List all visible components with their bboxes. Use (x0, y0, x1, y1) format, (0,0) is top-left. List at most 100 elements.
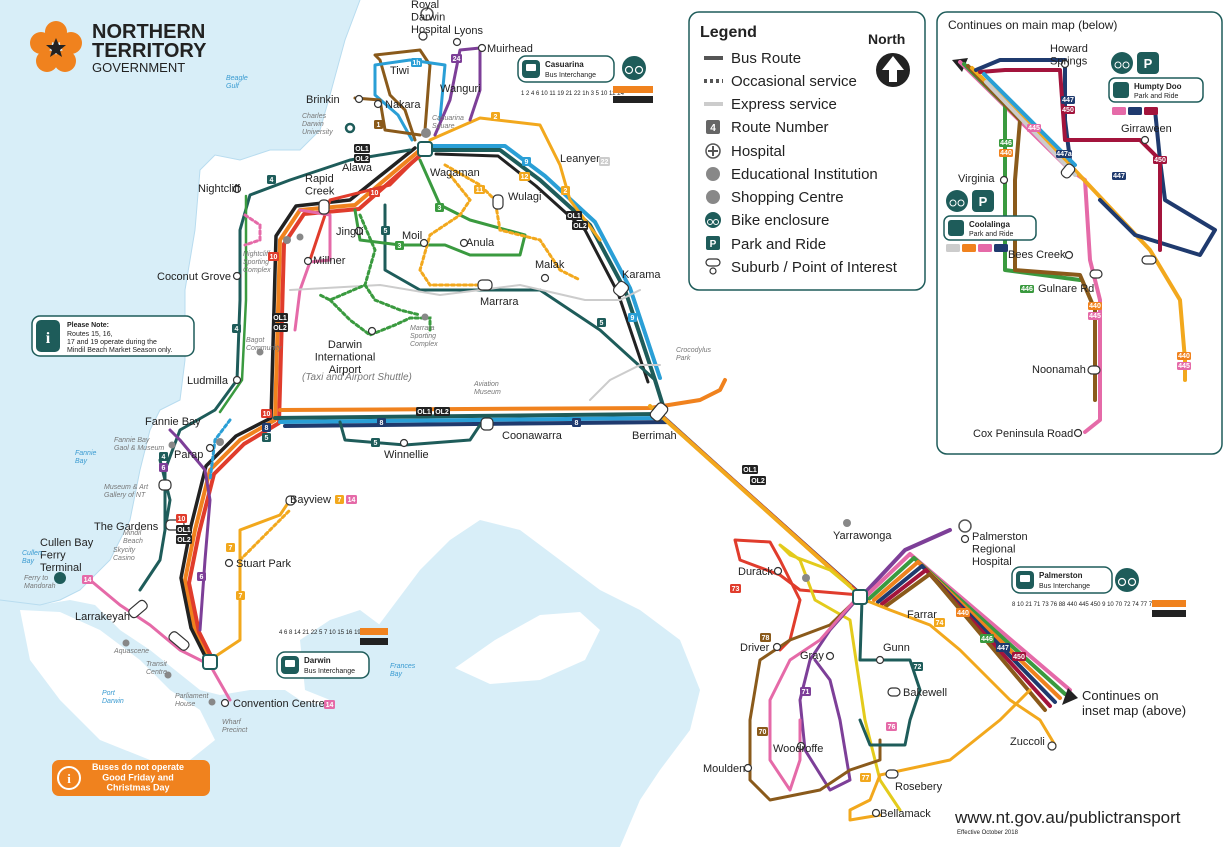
stop-rosebery[interactable] (885, 769, 899, 779)
stop-transit[interactable] (167, 630, 190, 652)
stop-marrara[interactable] (477, 279, 493, 291)
inset-cox: Cox Peninsula Road (973, 428, 1073, 440)
stop-winnellie[interactable] (399, 438, 409, 448)
website-text[interactable]: www.nt.gov.au/publictransport (954, 808, 1181, 827)
legend-panel: Legend North 4 P Bus Route Occasional se… (688, 11, 926, 291)
svg-text:5: 5 (374, 440, 378, 447)
stop-ludmilla[interactable] (232, 375, 242, 385)
badge-6b: 6 (197, 572, 206, 581)
label-zuccoli: Zuccoli (1010, 736, 1045, 748)
darwin-sub: Bus Interchange (304, 668, 355, 675)
svg-text:24: 24 (453, 56, 461, 63)
stop-airport[interactable] (367, 326, 377, 336)
stop-malak[interactable] (540, 273, 550, 283)
svg-text:OL2: OL2 (435, 409, 449, 416)
stop-museum[interactable] (158, 479, 172, 491)
stop-karama[interactable] (612, 280, 630, 298)
stop-brinkin[interactable] (354, 94, 364, 104)
label-convention: Convention Centre (233, 698, 325, 710)
stop-berrimah[interactable] (649, 401, 670, 423)
badge-5: 5 (381, 226, 390, 235)
label-the-gardens: The Gardens (94, 521, 159, 533)
stop-cox-peninsula[interactable] (1073, 428, 1083, 438)
svg-text:8: 8 (380, 420, 384, 427)
stop-millner[interactable] (303, 256, 313, 266)
cdu-bike-icon (344, 122, 356, 134)
badge-1: 1 (374, 120, 383, 129)
stop-muirhead[interactable] (477, 43, 487, 53)
stop-nightcliff[interactable] (232, 184, 242, 194)
beagle-gulf-water (0, 0, 360, 605)
palmerston-node[interactable] (852, 589, 868, 605)
parliament-marker (164, 671, 172, 679)
darwin-callout[interactable]: Darwin Bus Interchange 4 6 8 14 21 22 5 … (276, 628, 388, 679)
stop-rapid-creek[interactable] (318, 199, 330, 215)
stop-zuccoli[interactable] (1047, 741, 1057, 751)
stop-driver[interactable] (772, 642, 782, 652)
label-gunn: Gunn (883, 642, 910, 654)
badge-ol1-west: OL1 (272, 313, 288, 322)
stop-gray[interactable] (825, 651, 835, 661)
stop-convention[interactable] (220, 698, 230, 708)
stop-coconut-grove[interactable] (232, 271, 242, 281)
svg-text:OL1: OL1 (417, 409, 431, 416)
svg-text:Humpty Doo: Humpty Doo (1134, 82, 1182, 91)
coolalinga-bus-icon (948, 220, 964, 236)
casuarina-node[interactable] (417, 141, 433, 157)
stop-moulden[interactable] (743, 763, 753, 773)
svg-text:450: 450 (1062, 107, 1074, 114)
stop-virginia[interactable] (999, 175, 1009, 185)
badge-78: 78 (760, 633, 771, 642)
label-bayview: Bayview (290, 494, 331, 506)
svg-text:2: 2 (564, 188, 568, 195)
stop-anula[interactable] (459, 238, 469, 248)
stop-noonamah[interactable] (1087, 365, 1101, 375)
svg-text:14: 14 (84, 577, 92, 584)
svg-text:7: 7 (229, 545, 233, 552)
palmerston-callout[interactable]: Palmerston Bus Interchange 8 10 21 71 73… (1011, 566, 1186, 617)
coolalinga-callout[interactable]: P Coolalinga Park and Ride (943, 190, 1037, 252)
stop-stuart-park[interactable] (224, 558, 234, 568)
stop-woodroffe[interactable] (796, 741, 806, 751)
effective-date: Effective October 2018 (957, 830, 1019, 836)
stop-royal-darwin[interactable] (418, 31, 428, 41)
stop-durack[interactable] (773, 566, 783, 576)
darwin-node[interactable] (202, 654, 218, 670)
stop-larrakeyah[interactable] (127, 599, 149, 620)
stop-bayview[interactable] (285, 495, 296, 506)
stop-nakara[interactable] (373, 99, 383, 109)
svg-text:5: 5 (265, 435, 269, 442)
stop-coolalinga[interactable] (1060, 162, 1077, 179)
stop-parap[interactable] (205, 443, 215, 453)
label-durack: Durack (738, 566, 773, 578)
stop-bellamack[interactable] (871, 808, 881, 818)
casuarina-callout[interactable]: Casuarina Bus Interchange 1 2 4 6 10 11 … (517, 55, 653, 103)
stop-lyons[interactable] (452, 37, 462, 47)
logo-line-3: GOVERNMENT (92, 60, 185, 75)
route-3-line (353, 158, 527, 257)
stop-bees-creek[interactable] (1064, 250, 1074, 260)
stop-gunn[interactable] (875, 655, 885, 665)
stop-wulagi[interactable] (492, 194, 504, 210)
stop-bakewell[interactable] (887, 687, 901, 697)
stop-jingili[interactable] (354, 226, 364, 236)
stop-moil[interactable] (419, 238, 429, 248)
label-coconut-grove: Coconut Grove (157, 271, 231, 283)
stop-humpty-junction[interactable] (1141, 255, 1157, 265)
stop-coonawarra[interactable] (480, 417, 494, 431)
stop-palmerston-hospital[interactable] (960, 534, 970, 544)
badge-9b: 9 (628, 313, 637, 322)
stop-inset-junction[interactable] (1089, 269, 1103, 279)
stop-howard-springs[interactable] (1060, 59, 1070, 69)
holiday-info-icon (57, 766, 81, 790)
humpty-doo-callout[interactable]: P Humpty Doo Park and Ride (1108, 52, 1204, 115)
stop-girraween[interactable] (1140, 135, 1150, 145)
coolalinga-bike-icon (946, 190, 968, 212)
